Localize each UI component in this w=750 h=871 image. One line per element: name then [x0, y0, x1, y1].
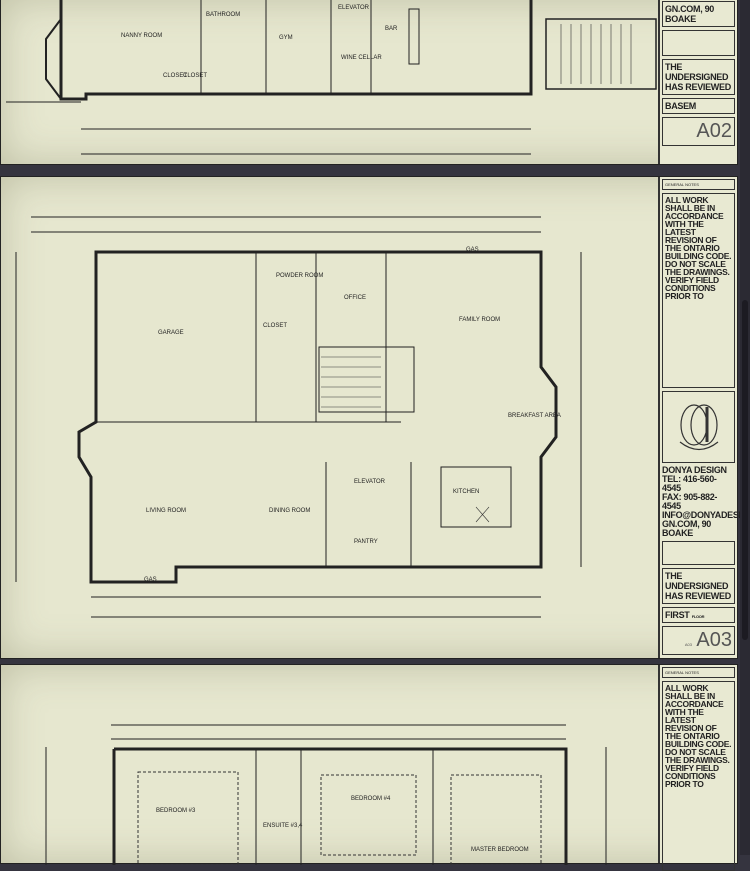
- title-block: GENERAL NOTES ALL WORK SHALL BE IN ACCOR…: [658, 177, 744, 658]
- room-label: GARAGE: [158, 330, 184, 336]
- room-label: GYM: [279, 35, 293, 41]
- revision-table: [662, 30, 735, 56]
- room-label: BREAKFAST AREA: [508, 413, 561, 419]
- notes-header: GENERAL NOTES: [662, 179, 735, 190]
- room-label: CLOSET: [163, 73, 187, 79]
- sheet-second-floor: BEDROOM #3 BEDROOM #4 ENSUITE #3,4 MASTE…: [0, 664, 738, 871]
- scrollbar-thumb[interactable]: [742, 300, 748, 640]
- room-label: WINE CELLAR: [341, 55, 382, 61]
- room-label: BEDROOM #4: [351, 796, 391, 802]
- notes-header: GENERAL NOTES: [662, 667, 735, 678]
- room-label: GAS: [466, 247, 479, 253]
- sheet-basement: NANNY ROOM BATHROOM GYM ELEVATOR BAR WIN…: [0, 0, 738, 165]
- sheet-number: A03 A03: [662, 626, 735, 655]
- room-label: CLOSET: [263, 323, 287, 329]
- general-notes: ALL WORK SHALL BE IN ACCORDANCE WITH THE…: [662, 681, 735, 871]
- scrollbar[interactable]: [740, 0, 750, 855]
- room-label: GAS: [144, 577, 157, 583]
- sheet-number: A02: [662, 117, 735, 146]
- room-label: ELEVATOR: [354, 479, 386, 485]
- company-logo: [662, 391, 735, 463]
- room-label: ENSUITE #3,4: [263, 823, 303, 829]
- drawing-title: FIRST FLOOR: [662, 607, 735, 623]
- first-floor-plan: GARAGE POWDER ROOM OFFICE FAMILY ROOM CL…: [15, 216, 582, 618]
- room-label: PANTRY: [354, 539, 378, 545]
- room-label: MASTER BEDROOM: [471, 847, 529, 853]
- title-block: GENERAL NOTES ALL WORK SHALL BE IN ACCOR…: [658, 665, 737, 871]
- room-label: BATHROOM: [206, 12, 240, 18]
- basement-floor-plan: NANNY ROOM BATHROOM GYM ELEVATOR BAR WIN…: [6, 0, 657, 155]
- second-floor-plan: BEDROOM #3 BEDROOM #4 ENSUITE #3,4 MASTE…: [45, 724, 607, 865]
- room-label: KITCHEN: [453, 489, 479, 495]
- room-label: DINING ROOM: [269, 508, 310, 514]
- contact-info: GN.COM, 90 BOAKE: [662, 1, 735, 27]
- room-label: CLOSET: [183, 73, 207, 79]
- room-label: BEDROOM #3: [156, 808, 196, 814]
- room-label: LIVING ROOM: [146, 508, 186, 514]
- drawing-title: BASEM: [662, 98, 735, 114]
- room-label: OFFICE: [344, 295, 366, 301]
- room-label: FAMILY ROOM: [459, 317, 500, 323]
- revision-table: [662, 541, 735, 565]
- room-label: BAR: [385, 26, 398, 32]
- room-label: ELEVATOR: [338, 5, 370, 11]
- sheet-first-floor: GARAGE POWDER ROOM OFFICE FAMILY ROOM CL…: [0, 176, 744, 659]
- room-label: NANNY ROOM: [121, 33, 162, 39]
- general-notes: ALL WORK SHALL BE IN ACCORDANCE WITH THE…: [662, 193, 735, 388]
- room-label: POWDER ROOM: [276, 273, 323, 279]
